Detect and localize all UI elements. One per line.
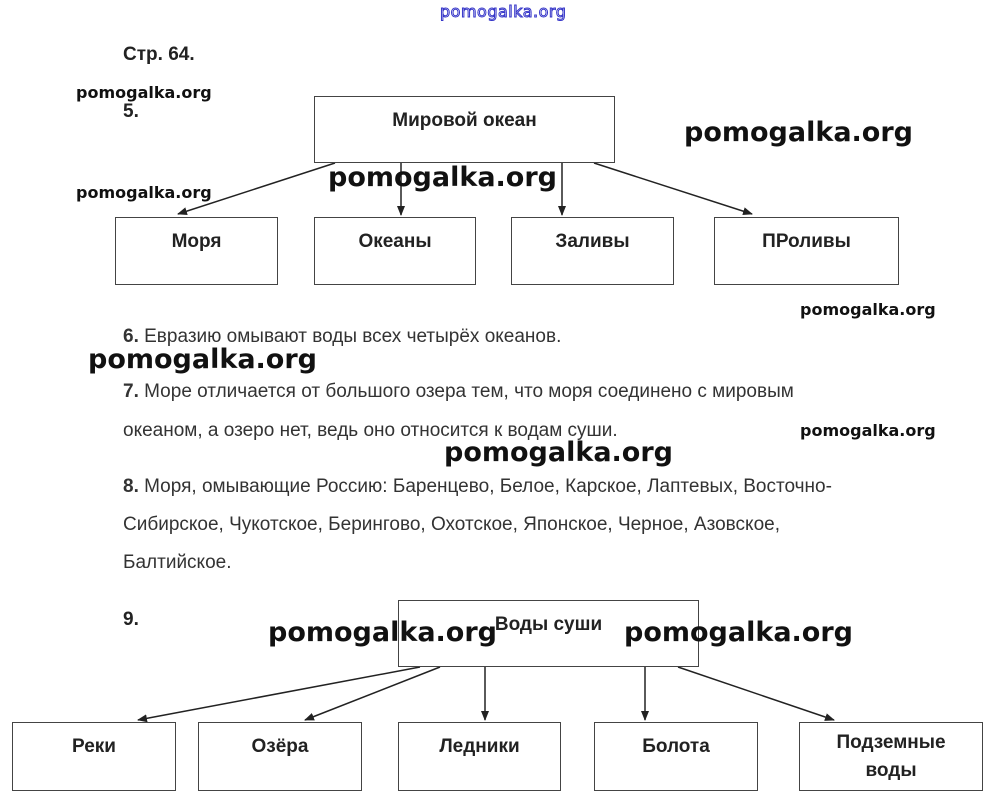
box-rivers: Реки [12, 722, 176, 791]
watermark-top: pomogalka.org [439, 2, 567, 22]
box-bays: Заливы [511, 217, 674, 285]
box-glaciers: Ледники [398, 722, 561, 791]
task8-line3: Балтийское. [123, 552, 232, 573]
watermark: pomogalka.org [268, 617, 497, 648]
box-groundwater: Подземные воды [799, 722, 983, 791]
arrow [177, 162, 336, 216]
watermark: pomogalka.org [800, 421, 936, 440]
box-seas: Моря [115, 217, 278, 285]
task7-line2: океаном, а озеро нет, ведь оно относится… [123, 420, 618, 441]
watermark: pomogalka.org [684, 117, 913, 148]
task8-line2: Сибирское, Чукотское, Берингово, Охотско… [123, 514, 780, 535]
watermark: pomogalka.org [76, 83, 212, 102]
watermark: pomogalka.org [800, 300, 936, 319]
page-label: Стр. 64. [123, 44, 195, 65]
arrow [593, 162, 753, 216]
watermark: pomogalka.org [88, 344, 317, 375]
watermark: pomogalka.org [444, 437, 673, 468]
task9-number: 9. [123, 609, 139, 630]
watermark: pomogalka.org [328, 162, 557, 193]
arrow [304, 666, 441, 721]
task7-line1: 7. Море отличается от большого озера тем… [123, 381, 794, 402]
box-lakes: Озёра [198, 722, 362, 791]
box-land-waters: Воды суши [398, 600, 699, 667]
watermark: pomogalka.org [624, 617, 853, 648]
watermark: pomogalka.org [76, 183, 212, 202]
task6: 6. Евразию омывают воды всех четырёх оке… [123, 326, 562, 347]
box-world-ocean: Мировой океан [314, 96, 615, 163]
task5-number: 5. [123, 101, 139, 122]
task8-line1: 8. Моря, омывающие Россию: Баренцево, Бе… [123, 476, 832, 497]
box-straits: ПРоливы [714, 217, 899, 285]
arrow [137, 666, 421, 723]
box-swamps: Болота [594, 722, 758, 791]
box-oceans: Океаны [314, 217, 476, 285]
arrow [677, 666, 835, 721]
